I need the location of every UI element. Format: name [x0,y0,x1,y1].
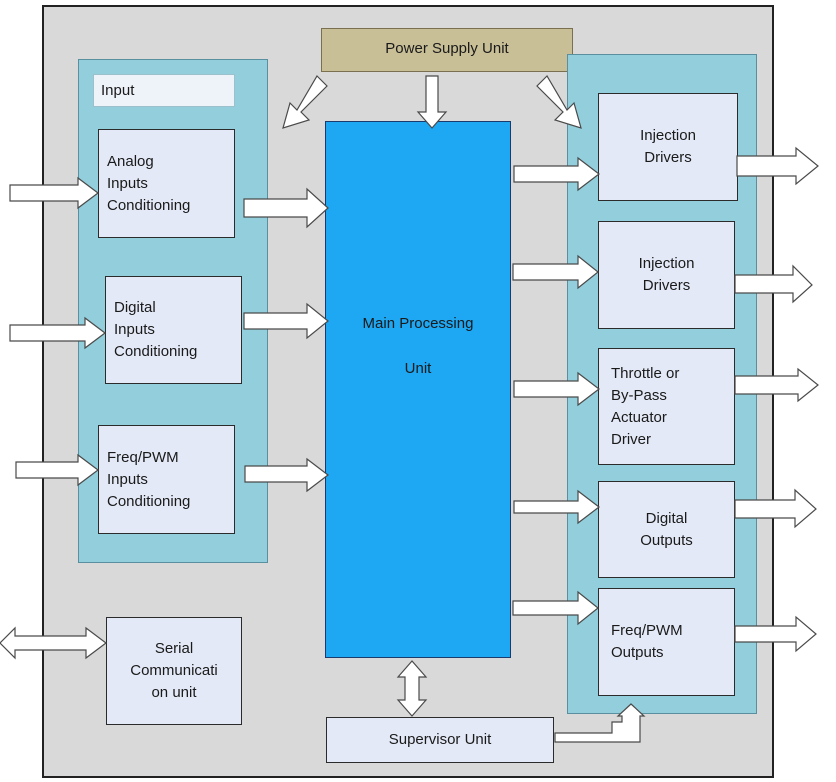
analog-inputs-conditioning-label: Analog Inputs Conditioning [107,152,191,214]
main-processing-unit-box: Main Processing Unit [325,121,511,658]
throttle-actuator-driver-label: Throttle or By-Pass Actuator Driver [611,364,680,448]
serial-communication-unit-label: Serial Communicati on unit [130,640,218,701]
main-processing-unit-label-line1: Main Processing [362,315,474,332]
digital-outputs-label: Digital Outputs [640,509,693,549]
power-supply-unit-box: Power Supply Unit [321,28,573,72]
injection-drivers-1-box: Injection Drivers [598,93,738,201]
analog-inputs-conditioning-box: Analog Inputs Conditioning [98,129,235,238]
freq-pwm-inputs-conditioning-box: Freq/PWM Inputs Conditioning [98,425,235,534]
input-panel-label: Input [93,74,235,107]
freq-pwm-outputs-box: Freq/PWM Outputs [598,588,735,696]
digital-inputs-conditioning-box: Digital Inputs Conditioning [105,276,242,384]
injection-drivers-1-label: Injection Drivers [640,127,696,166]
injection-drivers-2-box: Injection Drivers [598,221,735,329]
injection-drivers-2-label: Injection Drivers [638,255,695,294]
freq-pwm-inputs-conditioning-label: Freq/PWM Inputs Conditioning [107,448,191,510]
digital-outputs-box: Digital Outputs [598,481,735,578]
digital-inputs-conditioning-label: Digital Inputs Conditioning [114,299,198,360]
supervisor-unit-box: Supervisor Unit [326,717,554,763]
freq-pwm-outputs-label: Freq/PWM Outputs [611,622,683,661]
serial-communication-unit-box: Serial Communicati on unit [106,617,242,725]
throttle-actuator-driver-box: Throttle or By-Pass Actuator Driver [598,348,735,465]
main-processing-unit-label-line2: Unit [404,360,432,377]
